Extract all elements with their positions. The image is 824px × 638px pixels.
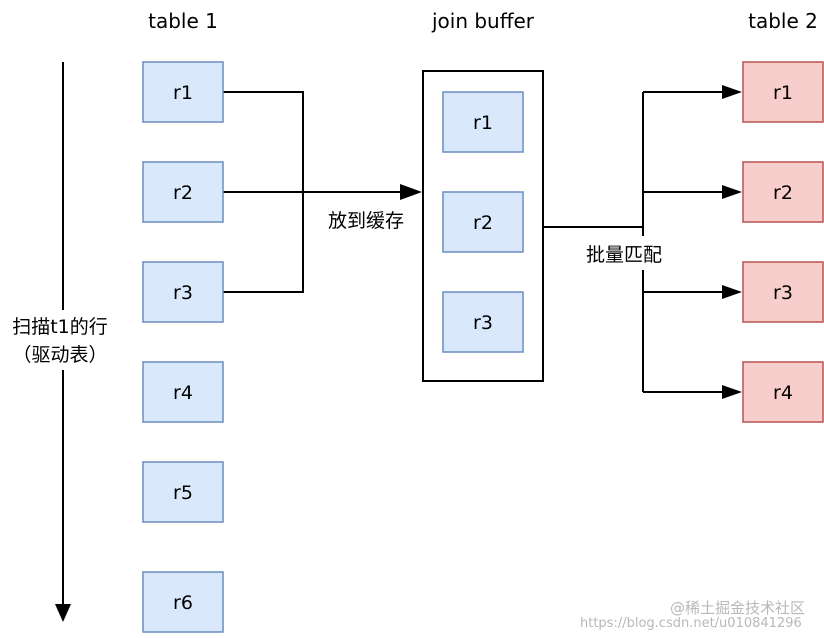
table2-row-label: r3 xyxy=(773,282,793,304)
table1-row-label: r2 xyxy=(173,182,193,204)
table1-row-cell xyxy=(142,261,224,323)
table2-row-label: r1 xyxy=(773,82,793,104)
table1-row-1: r1 xyxy=(142,61,224,123)
table1-rows: r1 r2 r3 r4 r5 r6 xyxy=(142,61,224,633)
buffer-row-cell xyxy=(442,91,524,153)
table2-row-cell xyxy=(742,61,824,123)
buffer-row-label: r3 xyxy=(473,312,493,334)
table1-row-4: r4 xyxy=(142,361,224,423)
scan-label-line1: 扫描t1的行 xyxy=(12,316,108,338)
table1-heading: table 1 xyxy=(148,9,218,33)
table2-row-2: r2 xyxy=(742,161,824,223)
buffer-row-cell xyxy=(442,291,524,353)
table1-row-label: r4 xyxy=(173,382,193,404)
scan-direction-arrowhead xyxy=(55,604,71,622)
scan-label-backdrop xyxy=(2,310,124,370)
table1-row-5: r5 xyxy=(142,461,224,523)
connector-t1-to-buffer-arrowhead xyxy=(400,184,422,200)
table2-row-3: r3 xyxy=(742,261,824,323)
buffer-row-1: r1 xyxy=(442,91,524,153)
table1-row-cell xyxy=(142,361,224,423)
table1-row-cell xyxy=(142,461,224,523)
buffer-row-label: r1 xyxy=(473,112,493,134)
table2-rows: r1 r2 r3 r4 xyxy=(742,61,824,423)
watermark-brand: @稀土掘金技术社区 xyxy=(670,599,805,617)
buffer-row-cell xyxy=(442,191,524,253)
batch-match-label: 批量匹配 xyxy=(586,244,662,266)
table1-row-cell xyxy=(142,161,224,223)
buffer-row-label: r2 xyxy=(473,212,493,234)
connector-t2-branch-arrowhead-3 xyxy=(722,285,742,299)
table1-row-3: r3 xyxy=(142,261,224,323)
batch-match-label-backdrop xyxy=(574,236,676,270)
table1-row-label: r1 xyxy=(173,82,193,104)
join-buffer-heading: join buffer xyxy=(431,9,535,33)
connector-t2-branch-arrowhead-1 xyxy=(722,85,742,99)
table1-row-2: r2 xyxy=(142,161,224,223)
connector-t2-branch-arrowhead-4 xyxy=(722,385,742,399)
connector-t2-branch-arrowhead-2 xyxy=(722,185,742,199)
connector-t1-r1 xyxy=(223,91,304,192)
buffer-row-2: r2 xyxy=(442,191,524,253)
table1-row-label: r3 xyxy=(173,282,193,304)
table2-row-cell xyxy=(742,361,824,423)
table2-row-4: r4 xyxy=(742,361,824,423)
put-into-cache-label: 放到缓存 xyxy=(328,210,404,232)
table2-row-1: r1 xyxy=(742,61,824,123)
table1-row-6: r6 xyxy=(142,571,224,633)
table1-row-label: r5 xyxy=(173,482,193,504)
watermark-url: https://blog.csdn.net/u010841296 xyxy=(580,616,802,631)
table2-row-label: r4 xyxy=(773,382,793,404)
table2-row-label: r2 xyxy=(773,182,793,204)
table1-row-cell xyxy=(142,571,224,633)
table1-row-label: r6 xyxy=(173,592,193,614)
table2-row-cell xyxy=(742,261,824,323)
join-buffer-rows: r1 r2 r3 xyxy=(442,91,524,353)
table2-row-cell xyxy=(742,161,824,223)
table1-row-cell xyxy=(142,61,224,123)
buffer-row-3: r3 xyxy=(442,291,524,353)
connector-t1-r3 xyxy=(223,192,304,293)
connector-t2-branches xyxy=(643,85,742,399)
table2-heading: table 2 xyxy=(748,9,818,33)
scan-label-line2: （驱动表） xyxy=(12,344,107,366)
